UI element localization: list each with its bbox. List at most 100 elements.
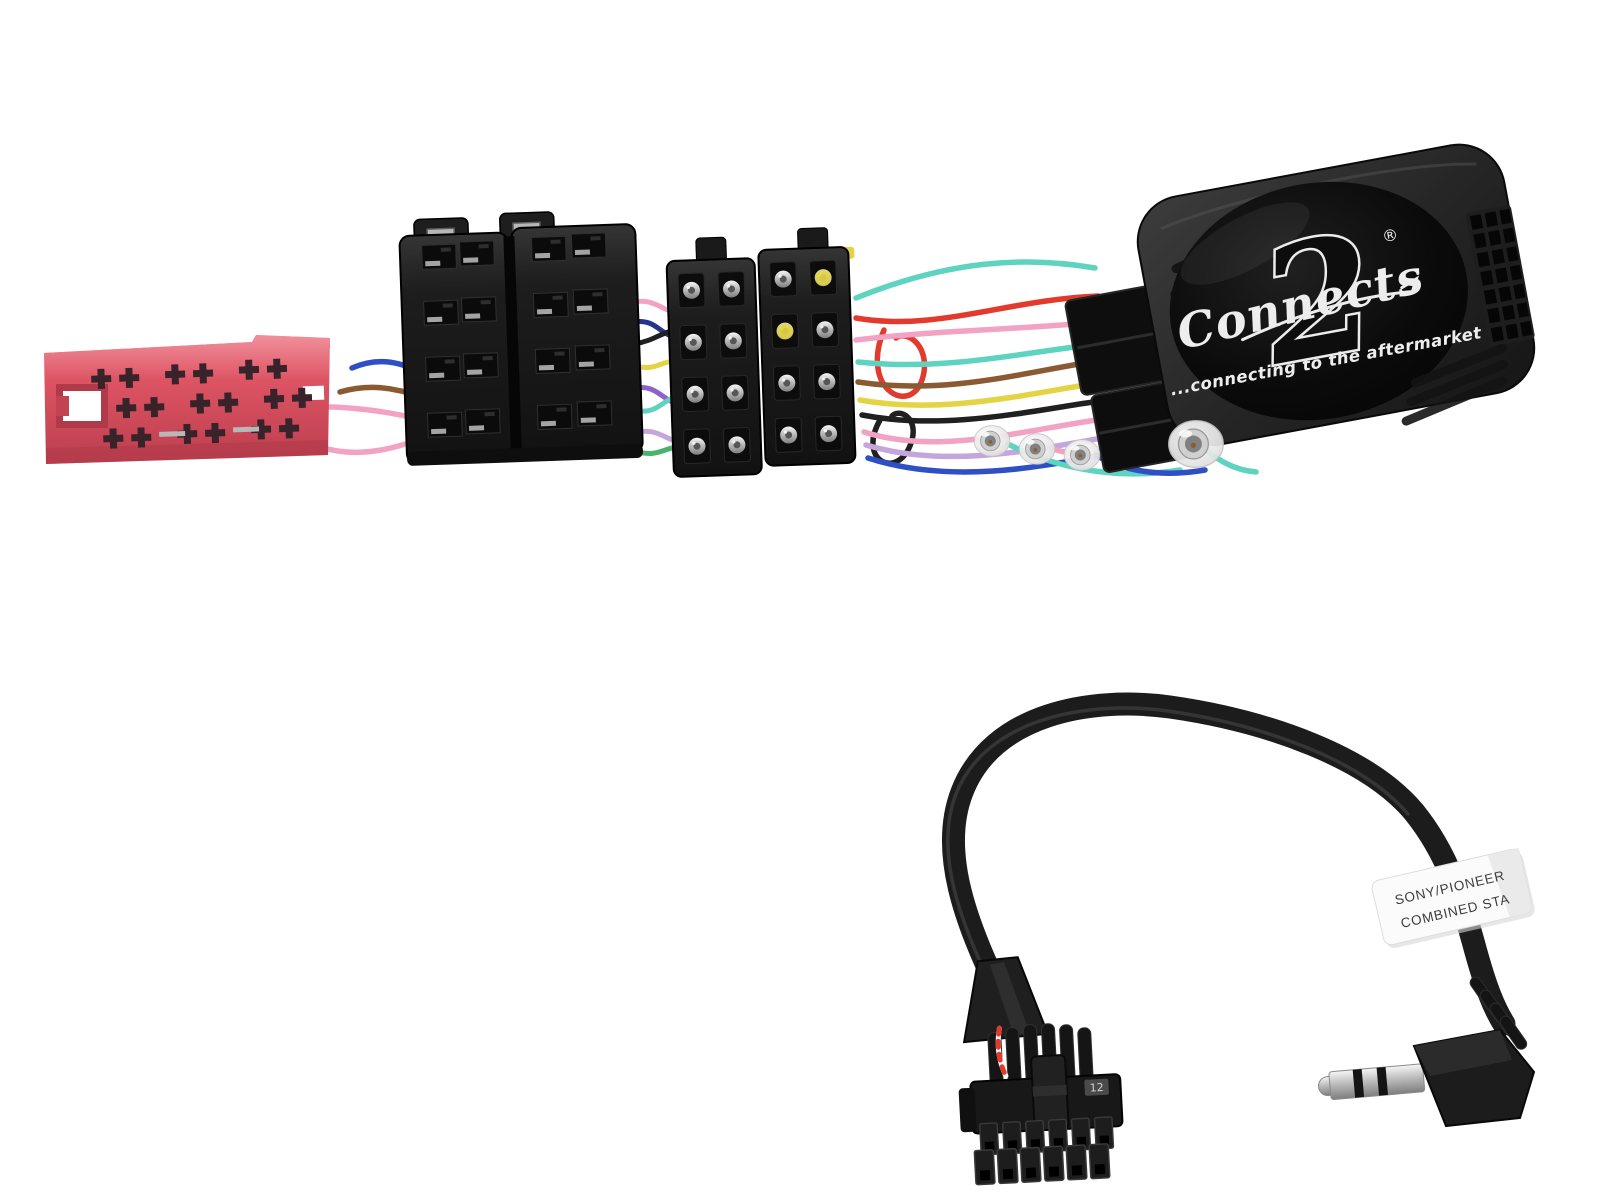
patch-lead: SONY/PIONEER COMBINED STA 12 bbox=[941, 692, 1536, 1186]
box-chevron-grooves bbox=[1401, 343, 1508, 426]
jack-ring bbox=[1352, 1069, 1365, 1098]
wire-red-white-stripe bbox=[995, 1025, 1009, 1079]
iso-plug-divider bbox=[503, 236, 522, 455]
socket bbox=[717, 271, 746, 307]
vent-hole bbox=[1488, 230, 1502, 246]
vent-hole bbox=[1498, 286, 1512, 302]
molex-side-cap bbox=[958, 1087, 977, 1133]
pin-sleeve bbox=[1042, 1145, 1065, 1182]
mini-iso-key-tab bbox=[56, 396, 69, 416]
vent-hole bbox=[1505, 323, 1519, 340]
pin bbox=[576, 400, 613, 427]
pin-sleeve bbox=[1019, 1146, 1042, 1184]
pin bbox=[532, 291, 569, 318]
pin-count-badge bbox=[1084, 1078, 1109, 1096]
cable-label: SONY/PIONEER COMBINED STA bbox=[1371, 847, 1535, 949]
jack-ring bbox=[1376, 1066, 1388, 1096]
socket bbox=[810, 311, 840, 348]
pin-sleeve bbox=[1065, 1144, 1088, 1181]
female-iso-body-b bbox=[757, 246, 857, 467]
pin bbox=[425, 355, 461, 382]
swc-interface-box: 2 Connects ® ...connecting to the afterm… bbox=[1064, 143, 1536, 473]
pin bbox=[460, 296, 497, 323]
vent-hole bbox=[1469, 214, 1484, 230]
pin bbox=[427, 411, 463, 438]
molex-latch-rib bbox=[1032, 1084, 1067, 1097]
right-angle-jack bbox=[1318, 976, 1536, 1128]
wire-teal bbox=[853, 259, 1098, 301]
logo-flourish bbox=[1241, 275, 1420, 342]
bullet-connector bbox=[1018, 433, 1056, 465]
wire-red bbox=[853, 293, 1101, 325]
label-fold-shade bbox=[1487, 847, 1534, 918]
pin bbox=[423, 299, 459, 326]
wire-pink bbox=[853, 319, 1103, 343]
vent-hole bbox=[1499, 208, 1512, 225]
socket bbox=[774, 417, 803, 453]
bullet-connector-large bbox=[1168, 419, 1224, 469]
bullet-connector bbox=[973, 425, 1011, 457]
wire-black bbox=[859, 397, 1111, 424]
connects2-logo: 2 Connects ® ...connecting to the afterm… bbox=[1169, 197, 1484, 404]
socket bbox=[812, 363, 841, 400]
vent-hole bbox=[1513, 283, 1526, 300]
socket bbox=[769, 261, 798, 298]
jack-strain-relief bbox=[1469, 976, 1528, 1050]
pin bbox=[572, 288, 609, 315]
female-iso-socket-grid bbox=[677, 259, 843, 465]
chevron-groove bbox=[1410, 343, 1508, 388]
molex-12pin-connector: 12 bbox=[958, 956, 1124, 1186]
chevron-groove bbox=[1401, 376, 1507, 426]
vent-hole bbox=[1490, 326, 1505, 342]
mini-iso-connector-red bbox=[44, 335, 330, 464]
pin bbox=[534, 347, 571, 374]
pin bbox=[464, 408, 501, 435]
socket bbox=[772, 365, 801, 402]
vent-grille bbox=[1465, 205, 1535, 346]
vent-hole bbox=[1516, 302, 1530, 318]
harness-wire-fan-right bbox=[853, 259, 1259, 477]
pin bbox=[530, 235, 567, 263]
socket-yellow-seal bbox=[815, 269, 832, 286]
vent-hole bbox=[1487, 307, 1501, 324]
vent-hole bbox=[1480, 270, 1494, 286]
jack-body-facet bbox=[1414, 1030, 1512, 1076]
vent-hole bbox=[1501, 304, 1516, 321]
iso-plug-base-lip bbox=[407, 443, 643, 466]
iso-plug-block bbox=[398, 211, 644, 466]
registered-mark: ® bbox=[1380, 225, 1399, 247]
female-iso-body-a bbox=[665, 257, 763, 478]
patch-cable bbox=[941, 692, 1516, 1036]
mini-iso-pin-grid bbox=[90, 358, 313, 449]
chevron-groove bbox=[1406, 359, 1508, 407]
pin bbox=[462, 352, 499, 379]
pin bbox=[459, 240, 495, 267]
logo-badge-oval bbox=[1169, 181, 1468, 421]
strain-relief-rib bbox=[1499, 1015, 1528, 1050]
jack-plug-metal bbox=[1318, 1063, 1426, 1101]
socket bbox=[721, 374, 750, 411]
wire-teal bbox=[855, 341, 1105, 368]
vent-hole bbox=[1520, 320, 1533, 337]
vent-hole bbox=[1483, 288, 1498, 305]
socket bbox=[679, 324, 708, 361]
vent-hole bbox=[1495, 267, 1509, 284]
wire-sleeve bbox=[1077, 1027, 1094, 1083]
vent-hole bbox=[1509, 264, 1523, 281]
vent-hole bbox=[1502, 227, 1516, 244]
patch-cable-sheen bbox=[946, 706, 1410, 1000]
vent-hole bbox=[1484, 211, 1498, 228]
vent-holes bbox=[1469, 208, 1533, 342]
female-iso-connectors bbox=[665, 227, 857, 478]
socket bbox=[682, 428, 712, 465]
socket bbox=[719, 322, 748, 359]
vent-hole bbox=[1476, 251, 1491, 268]
iso-plug-half-b bbox=[510, 223, 644, 457]
vent-hole bbox=[1473, 232, 1487, 249]
socket bbox=[814, 415, 843, 452]
mini-iso-key-window bbox=[63, 391, 101, 421]
socket bbox=[681, 376, 710, 413]
logo-badge-sheen bbox=[1180, 202, 1310, 285]
